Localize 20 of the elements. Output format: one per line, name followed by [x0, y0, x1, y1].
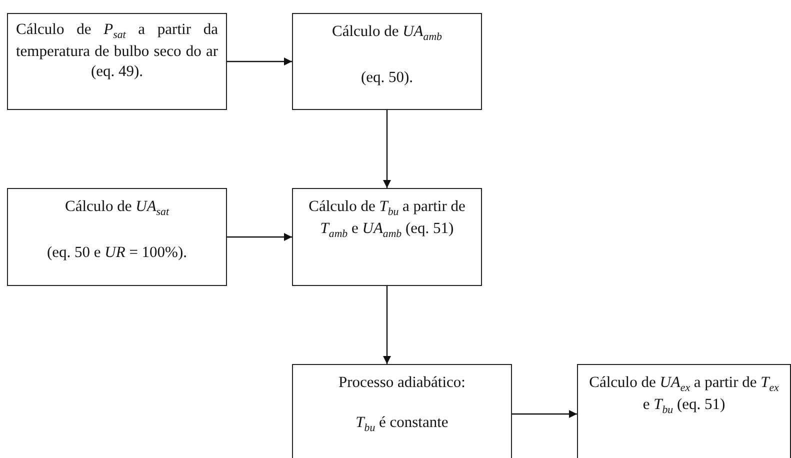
process-box: [577, 364, 791, 458]
equation-note: (eq. 50).: [360, 68, 414, 88]
arrow: [383, 110, 391, 188]
box-text: Cálculo de UA$_{sat}$: [65, 197, 169, 220]
box-text: Processo adiabático:: [338, 373, 466, 393]
arrow: [227, 58, 292, 66]
equation-note: (eq. 50 e UR = 100%).: [46, 243, 188, 264]
process-box: [292, 364, 512, 458]
box-text: Cálculo de T$_{bu}$ a partir de T$_{amb}$ e UA$_{amb}$ (eq. 51): [308, 197, 466, 242]
process-box: [7, 13, 227, 110]
box-text: Cálculo de P$_{sat}$ a partir da temperatura de bulbo seco do ar (eq. 49).: [16, 20, 218, 82]
process-box: [292, 13, 482, 110]
arrow: [227, 233, 292, 241]
process-box: [7, 188, 227, 286]
arrow: [512, 410, 577, 418]
box-text: Cálculo de UA$_{amb}$: [332, 22, 442, 44]
equation-note: T$_{bu}$ é constante: [356, 413, 448, 436]
arrow: [383, 286, 391, 364]
process-box: [292, 188, 482, 286]
box-text: Cálculo de UA$_{ex}$ a partir de T$_{ex}$ e T$_{bu}$ (eq. 51): [588, 373, 780, 418]
